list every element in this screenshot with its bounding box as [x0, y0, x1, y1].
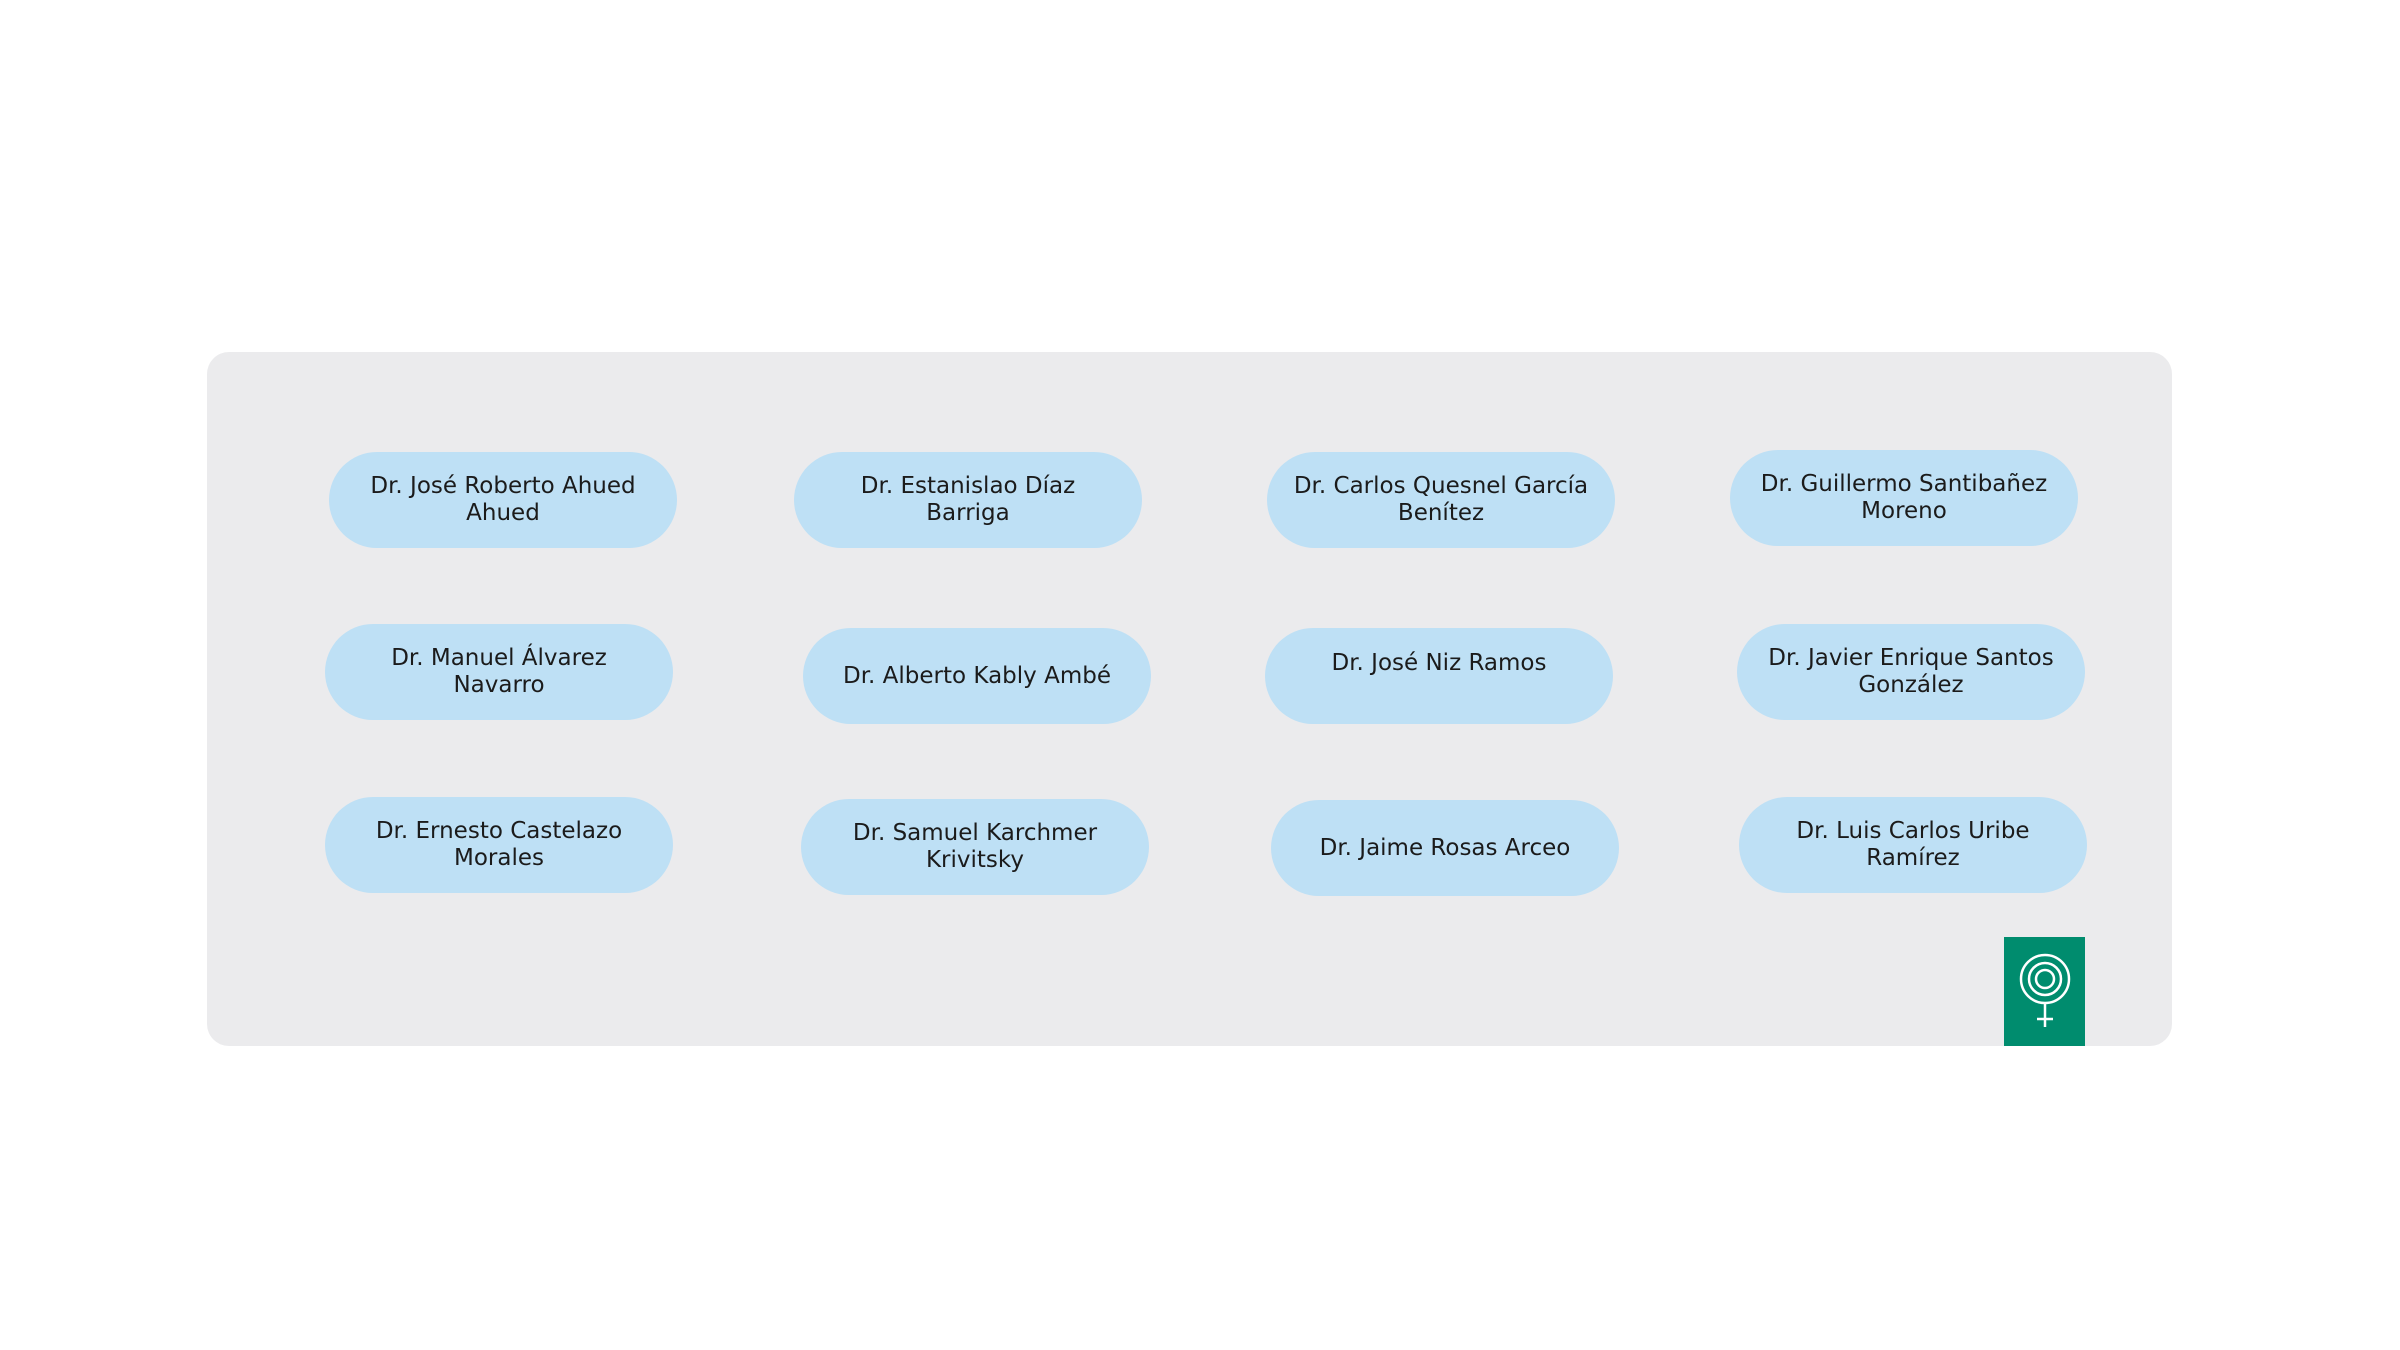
doctor-name: Dr. Samuel Karchmer Krivitsky [852, 820, 1098, 873]
doctor-pill: Dr. Luis Carlos Uribe Ramírez [1739, 797, 2087, 893]
doctor-name: Dr. Guillermo Santibañez Moreno [1760, 471, 2048, 524]
doctor-name: Dr. Luis Carlos Uribe Ramírez [1796, 818, 2030, 871]
doctor-name: Dr. Alberto Kably Ambé [843, 662, 1111, 689]
doctor-pill: Dr. Carlos Quesnel García Benítez [1267, 452, 1615, 548]
female-symbol-icon [2019, 953, 2071, 1027]
doctor-name: Dr. Ernesto Castelazo Morales [375, 818, 623, 871]
doctor-pill: Dr. Manuel Álvarez Navarro [325, 624, 673, 720]
doctor-name: Dr. José Niz Ramos [1331, 650, 1547, 676]
logo [2004, 937, 2085, 1046]
doctor-pill: Dr. José Niz Ramos [1265, 628, 1613, 724]
doctor-pill: Dr. Javier Enrique Santos González [1737, 624, 2085, 720]
doctor-name: Dr. José Roberto Ahued Ahued [370, 473, 636, 526]
doctor-pill: Dr. José Roberto Ahued Ahued [329, 452, 677, 548]
doctor-pill: Dr. Alberto Kably Ambé [803, 628, 1151, 724]
doctor-name: Dr. Estanislao Díaz Barriga [860, 473, 1076, 526]
doctor-name: Dr. Javier Enrique Santos González [1768, 645, 2054, 698]
doctor-pill: Dr. Estanislao Díaz Barriga [794, 452, 1142, 548]
doctor-name: Dr. Jaime Rosas Arceo [1319, 834, 1571, 861]
doctor-pill: Dr. Jaime Rosas Arceo [1271, 800, 1619, 896]
doctors-panel: Dr. José Roberto Ahued Ahued Dr. Estanis… [207, 352, 2172, 1046]
doctor-name: Dr. Carlos Quesnel García Benítez [1293, 473, 1589, 526]
doctor-pill: Dr. Samuel Karchmer Krivitsky [801, 799, 1149, 895]
doctor-pill: Dr. Ernesto Castelazo Morales [325, 797, 673, 893]
doctor-name: Dr. Manuel Álvarez Navarro [391, 645, 607, 698]
doctor-pill: Dr. Guillermo Santibañez Moreno [1730, 450, 2078, 546]
